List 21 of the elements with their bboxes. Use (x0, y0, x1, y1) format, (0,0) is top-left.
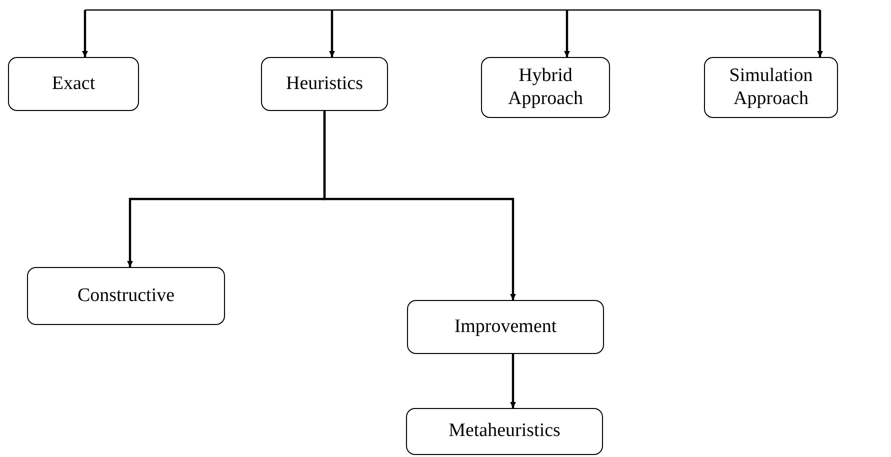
arrow (323, 111, 516, 300)
box-label: Constructive (77, 284, 175, 308)
arrow (817, 10, 823, 57)
process-box (261, 57, 388, 111)
box-label: Heuristics (286, 72, 364, 96)
process-box (407, 300, 604, 354)
arrow (510, 354, 516, 408)
arrow (329, 10, 335, 57)
process-box (8, 57, 139, 111)
box-label: Improvement (454, 316, 557, 338)
box-label: Hybrid Approach (507, 64, 584, 110)
arrow (564, 10, 570, 57)
connector-line (85, 9, 820, 11)
arrow (82, 10, 88, 57)
process-box (27, 267, 225, 325)
box-label: Metaheuristics (448, 420, 560, 443)
process-box (406, 408, 603, 455)
box-label: Exact (52, 72, 96, 96)
process-box (704, 57, 838, 118)
box-label: Simulation Approach (728, 64, 814, 110)
process-box (481, 57, 610, 118)
